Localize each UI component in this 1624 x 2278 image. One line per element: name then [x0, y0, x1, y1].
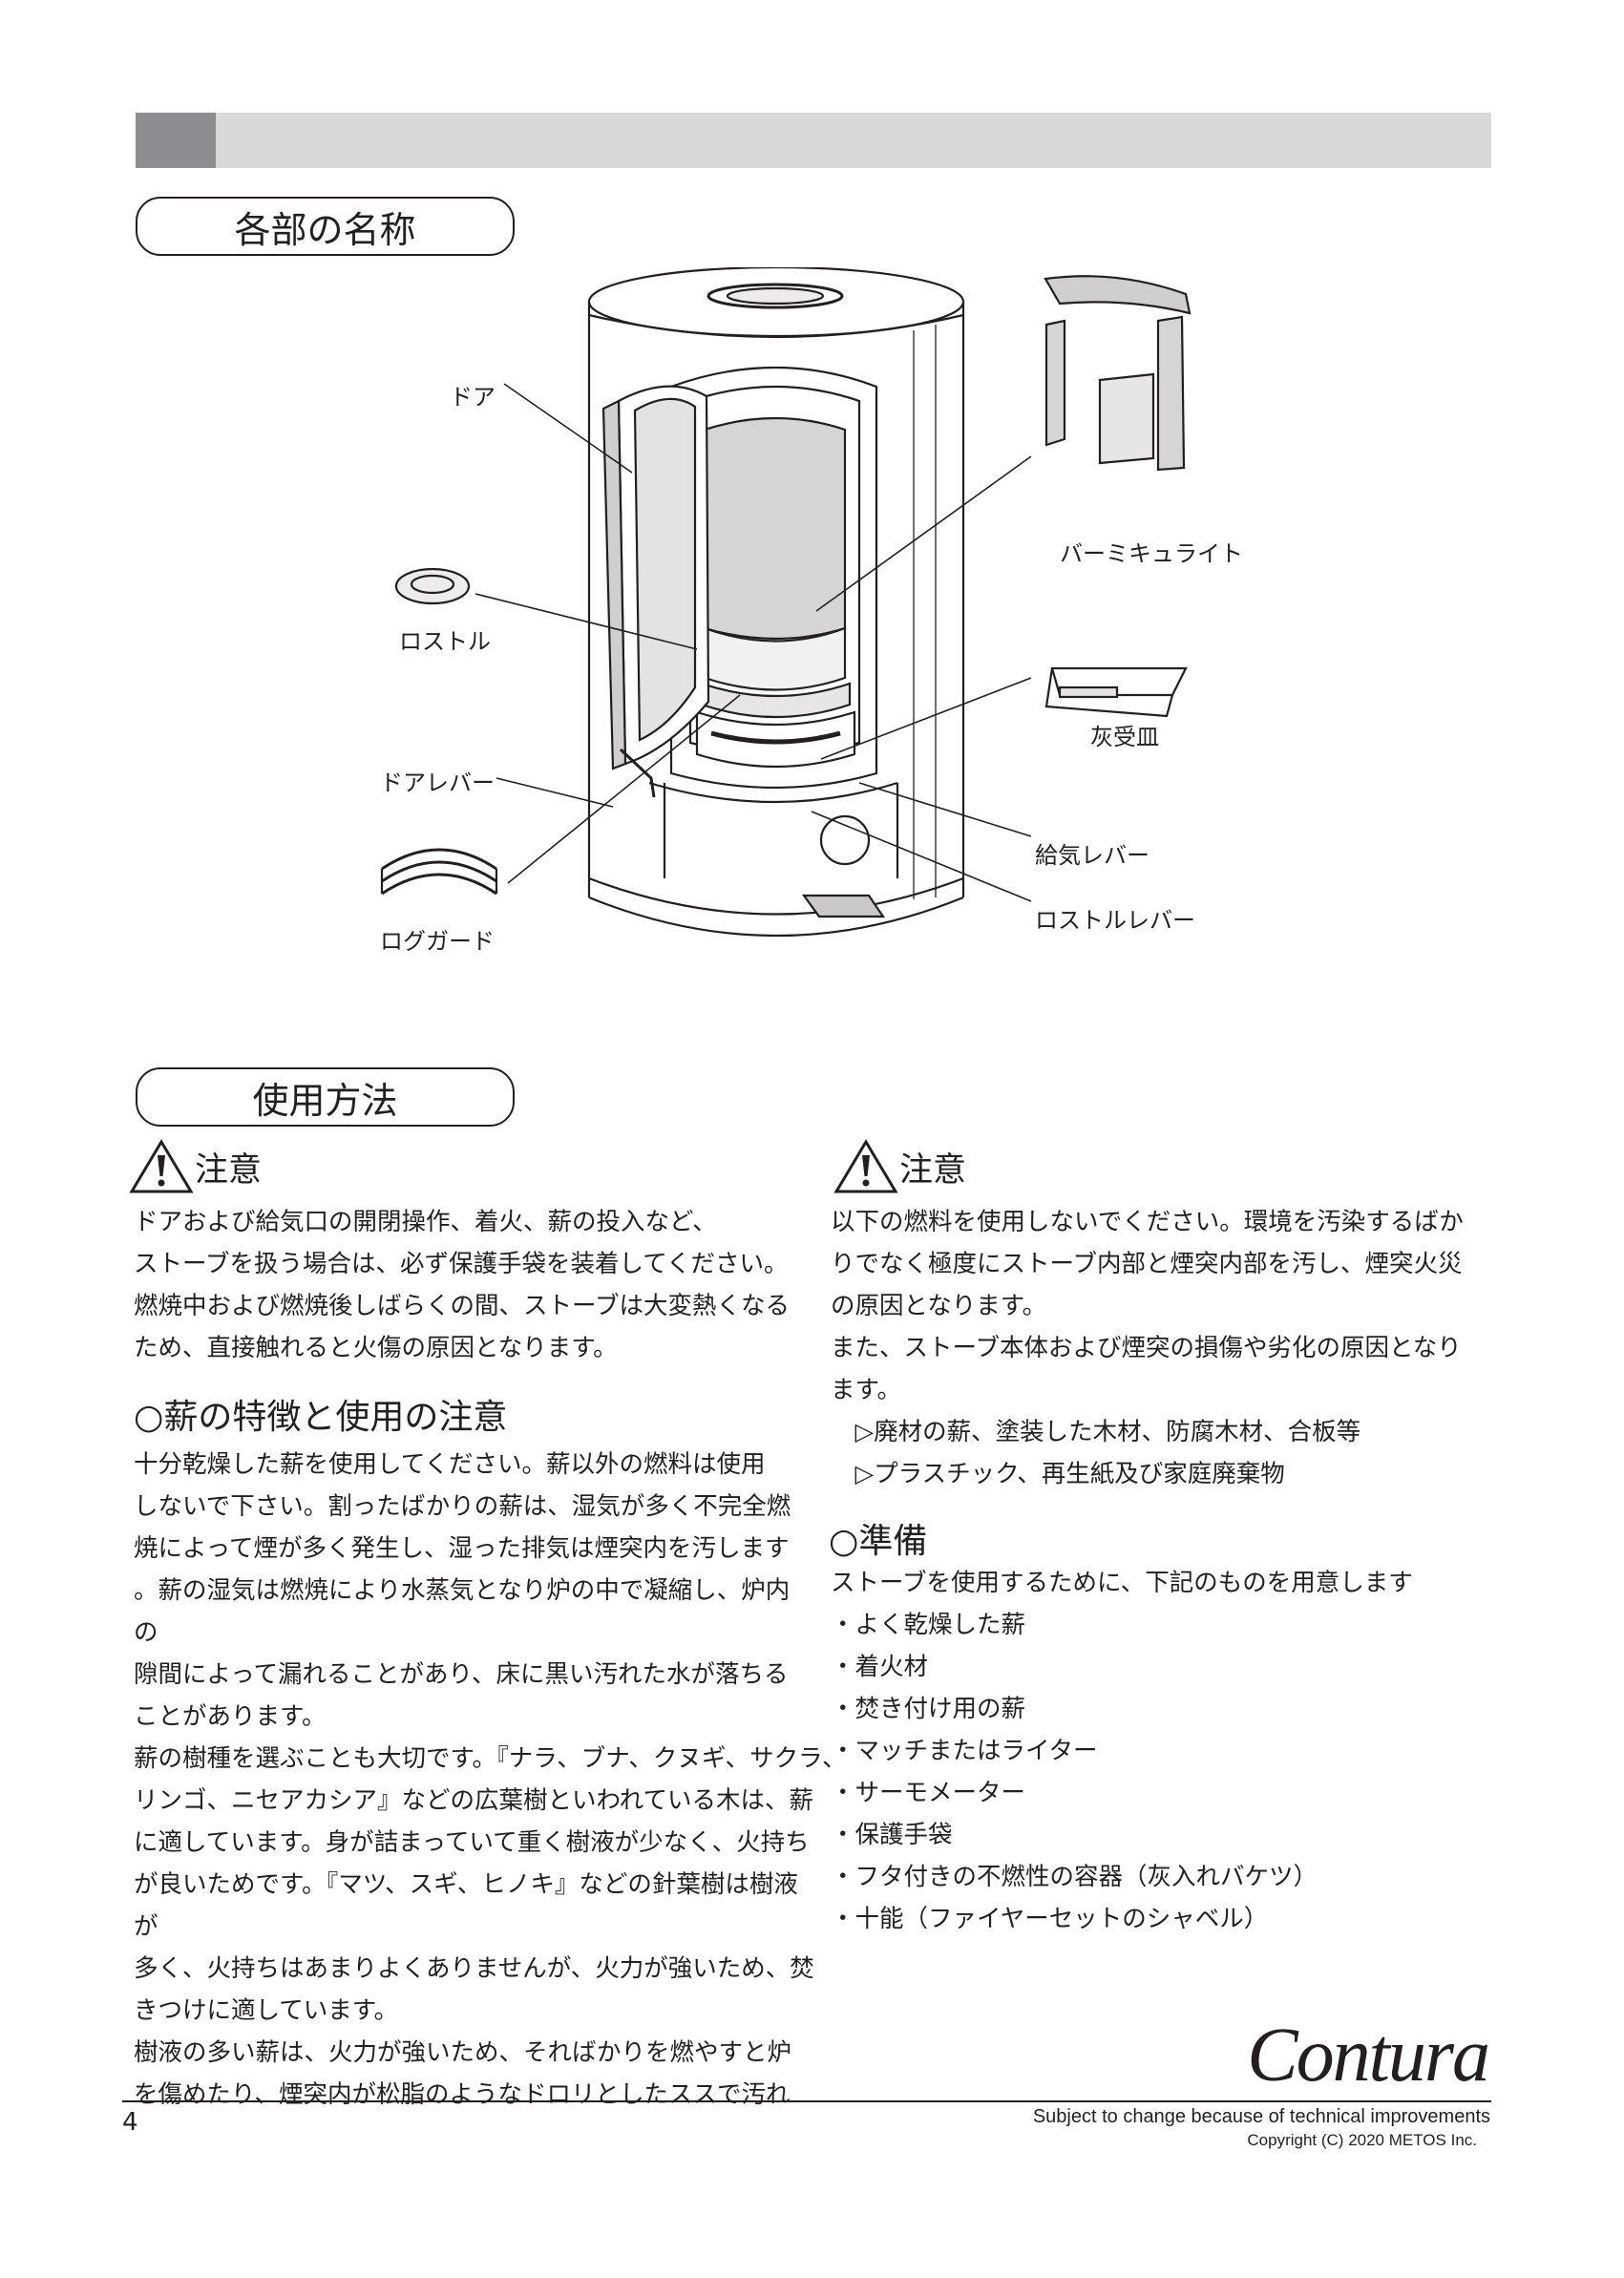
text-line: 十分乾燥した薪を使用してください。薪以外の燃料は使用 — [134, 1450, 766, 1479]
list-item: ・フタ付きの不燃性の容器（灰入れバケツ） — [831, 1863, 1318, 1891]
vermiculite-panels — [1044, 275, 1192, 472]
stove-parts-diagram — [380, 267, 1192, 938]
left-caution-heading: 注意 — [128, 1138, 262, 1195]
prep-heading: ○準備 — [829, 1522, 928, 1561]
label-door: ドア — [450, 384, 496, 411]
text-line: に適しています。身が詰まっていて重く樹液が少なく、火持ち — [134, 1828, 810, 1857]
text-line: ▷廃材の薪、塗装した木材、防腐木材、合板等 — [831, 1418, 1361, 1446]
list-item: ・焚き付け用の薪 — [831, 1695, 1026, 1723]
text-line: また、ストーブ本体および煙突の損傷や劣化の原因となり — [831, 1334, 1462, 1362]
label-log-guard: ログガード — [380, 928, 495, 955]
left-caution-text: ドアおよび給気口の開閉操作、着火、薪の投入など、 ストーブを扱う場合は、必ず保護… — [134, 1201, 790, 1369]
page-number: 4 — [122, 2108, 138, 2137]
list-item: ・マッチまたはライター — [831, 1737, 1098, 1765]
header-bar — [216, 113, 1491, 168]
text-line: 以下の燃料を使用しないでください。環境を汚染するばか — [831, 1208, 1464, 1236]
label-vermiculite: バーミキュライト — [1060, 540, 1243, 567]
brand-logo: Contura — [1247, 2014, 1490, 2098]
stove-body — [587, 267, 965, 938]
label-grate: ロストル — [399, 628, 491, 655]
text-line: 焼によって煙が多く発生し、湿った排気は煙突内を汚します — [134, 1534, 790, 1563]
log-guard — [380, 848, 498, 896]
footer-copyright: Copyright (C) 2020 METOS Inc. — [1247, 2131, 1477, 2149]
text-line: ストーブを使用するために、下記のものを用意します — [831, 1569, 1413, 1597]
text-line: 多く、火持ちはあまりよくありませんが、火力が強いため、焚 — [134, 1954, 814, 1983]
text-line: しないで下さい。割ったばかりの薪は、湿気が多く不完全燃 — [134, 1492, 791, 1521]
text-line: ストーブを扱う場合は、必ず保護手袋を装着してください。 — [134, 1250, 789, 1278]
list-item: ・保護手袋 — [831, 1821, 953, 1849]
warning-icon — [833, 1139, 898, 1193]
label-air-lever: 給気レバー — [1035, 842, 1149, 869]
prep-list: ストーブを使用するために、下記のものを用意します ・よく乾燥した薪 ・着火材 ・… — [831, 1562, 1413, 1940]
text-line: が — [134, 1912, 158, 1941]
ash-tray — [1044, 666, 1188, 718]
text-line: ことがあります。 — [134, 1702, 327, 1731]
right-caution-text: 以下の燃料を使用しないでください。環境を汚染するばか りでなく極度にストーブ内部… — [831, 1201, 1464, 1495]
text-line: 隙間によって漏れることがあり、床に黒い汚れた水が落ちる — [134, 1660, 789, 1689]
text-line: りでなく極度にストーブ内部と煙突内部を汚し、煙突火災 — [831, 1250, 1463, 1278]
text-line: の — [134, 1618, 158, 1647]
text-line: ます。 — [831, 1376, 901, 1404]
text-line: 樹液の多い薪は、火力が強いため、そればかりを燃やすと炉 — [134, 2038, 792, 2067]
list-item: ・サーモメーター — [831, 1779, 1026, 1807]
text-line: きつけに適しています。 — [134, 1996, 399, 2025]
text-line: の原因となります。 — [831, 1292, 1047, 1320]
label-ash-tray: 灰受皿 — [1090, 724, 1159, 750]
text-line: 。薪の湿気は燃焼により水蒸気となり炉の中で凝縮し、炉内 — [134, 1576, 791, 1605]
firebox — [648, 366, 899, 918]
right-caution-heading: 注意 — [833, 1138, 966, 1195]
wood-heading: ○薪の特徴と使用の注意 — [134, 1398, 508, 1437]
list-item: ・よく乾燥した薪 — [831, 1611, 1026, 1639]
section-title-usage: 使用方法 — [136, 1067, 515, 1127]
section-title-parts-text: 各部の名称 — [234, 208, 416, 251]
text-line: を傷めたり、煙突内が松脂のようなドロリとしたススで汚れ — [134, 2080, 791, 2109]
section-title-usage-text: 使用方法 — [252, 1079, 398, 1122]
footer-notice: Subject to change because of technical i… — [1032, 2106, 1490, 2127]
footer-rule — [122, 2100, 1491, 2102]
header-bar-accent — [136, 113, 216, 168]
text-line: が良いためです。『マツ、スギ、ヒノキ』などの針葉樹は樹液 — [134, 1870, 798, 1899]
left-caution-title: 注意 — [195, 1150, 263, 1190]
warning-icon — [129, 1139, 194, 1193]
grate — [394, 567, 471, 605]
text-line: 燃焼中および燃焼後しばらくの間、ストーブは大変熱くなる — [134, 1292, 790, 1320]
list-item: ・着火材 — [831, 1653, 929, 1681]
label-door-lever: ドアレバー — [380, 770, 495, 796]
text-line: リンゴ、ニセアカシア』などの広葉樹といわれている木は、薪 — [134, 1786, 813, 1815]
list-item: ・十能（ファイヤーセットのシャベル） — [831, 1905, 1269, 1933]
text-line: 薪の樹種を選ぶことも大切です。『ナラ、ブナ、クヌギ、サクラ、 — [134, 1744, 847, 1773]
label-grate-lever: ロストルレバー — [1035, 907, 1195, 934]
section-title-parts: 各部の名称 — [136, 197, 515, 256]
text-line: ▷プラスチック、再生紙及び家庭廃棄物 — [831, 1460, 1285, 1488]
right-caution-title: 注意 — [899, 1150, 967, 1190]
open-door — [601, 385, 710, 798]
text-line: ため、直接触れると火傷の原因となります。 — [134, 1334, 618, 1362]
text-line: ドアおよび給気口の開閉操作、着火、薪の投入など、 — [134, 1208, 717, 1236]
wood-text: 十分乾燥した薪を使用してください。薪以外の燃料は使用 しないで下さい。割ったばか… — [134, 1444, 847, 2116]
leader-lines — [475, 383, 1032, 902]
